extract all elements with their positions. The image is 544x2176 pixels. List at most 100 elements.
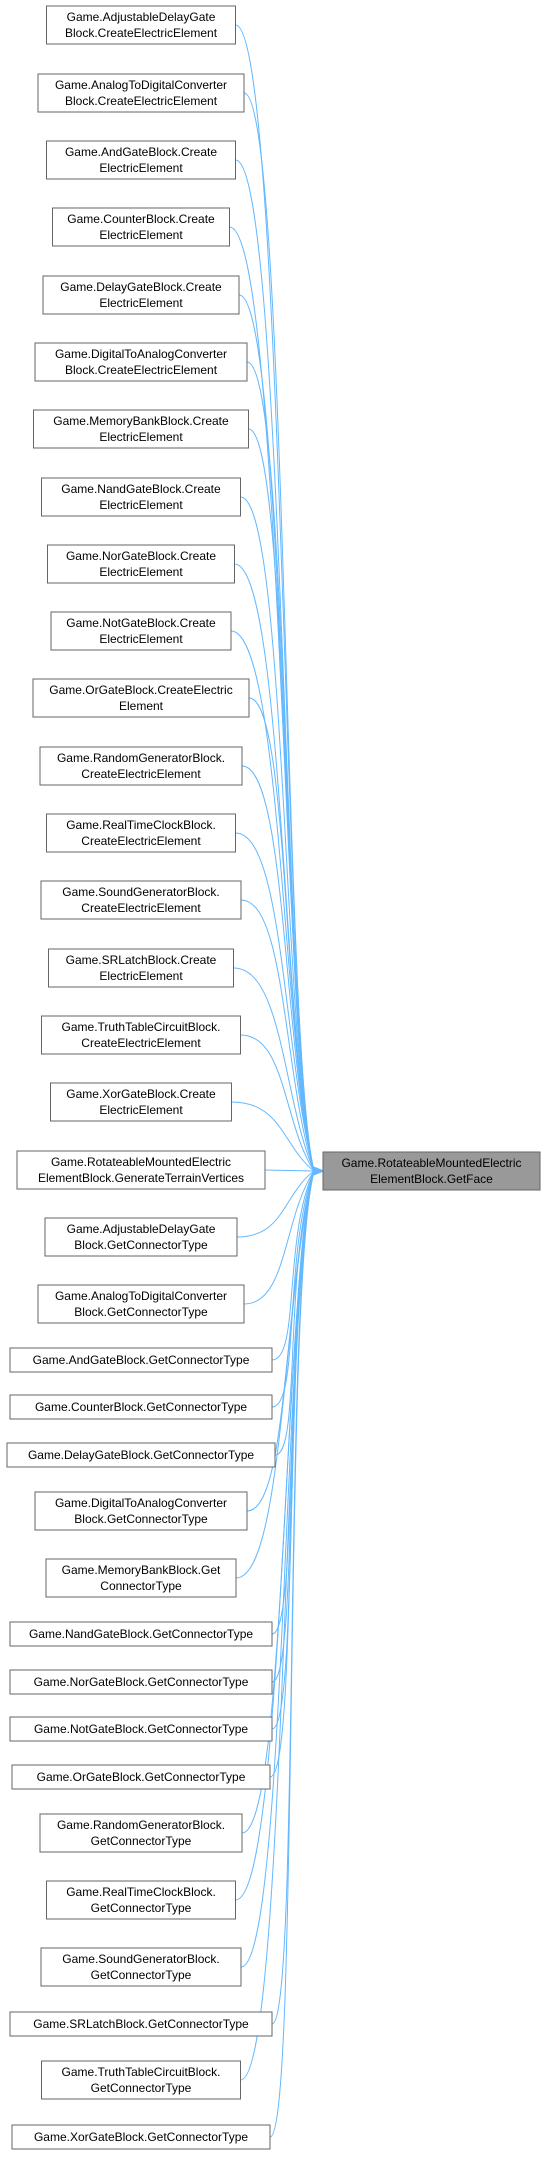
caller-node[interactable]: Game.OrGateBlock.CreateElectricElement [32,678,250,718]
caller-node-label-line: Game.SoundGeneratorBlock. [62,885,219,899]
caller-node-label-line: Game.DigitalToAnalogConverter [55,347,227,361]
caller-node-label-line: Game.XorGateBlock.GetConnectorType [34,2130,248,2144]
caller-node-box [40,1947,242,1987]
caller-node-label-line: CreateElectricElement [81,1036,201,1050]
caller-node[interactable]: Game.DigitalToAnalogConverterBlock.GetCo… [34,1491,248,1531]
call-edge [243,92,325,1176]
call-edge [235,159,325,1176]
caller-node[interactable]: Game.SRLatchBlock.CreateElectricElement [48,948,234,988]
caller-node[interactable]: Game.RealTimeClockBlock. GetConnectorType [46,1880,236,1920]
caller-node-label-line: Game.CounterBlock.Create [67,212,215,226]
caller-node-label-line: Game.DigitalToAnalogConverter [55,1496,227,1510]
call-edge-line [274,1170,315,1456]
target-node[interactable]: Game.RotateableMountedElectricElementBlo… [322,1151,541,1191]
caller-node[interactable]: Game.AdjustableDelayGateBlock.GetConnect… [44,1217,238,1257]
caller-node[interactable]: Game.NorGateBlock.CreateElectricElement [47,544,235,584]
caller-node[interactable]: Game.NorGateBlock.GetConnectorType [9,1669,273,1695]
target-node-box [322,1151,541,1191]
call-edge-line [269,1170,315,2138]
caller-node[interactable]: Game.DelayGateBlock.GetConnectorType [6,1442,276,1468]
caller-node-label-line: Game.SRLatchBlock.Create [66,953,217,967]
caller-node[interactable]: Game.RandomGeneratorBlock.CreateElectric… [39,746,243,786]
call-edge-line [240,496,315,1172]
call-edge-line [264,1169,315,1172]
caller-node[interactable]: Game.TruthTableCircuitBlock.CreateElectr… [41,1015,241,1055]
caller-node[interactable]: Game.NandGateBlock.GetConnectorType [9,1621,273,1647]
caller-node[interactable]: Game.SRLatchBlock.GetConnectorType [9,2011,273,2037]
caller-node-label-line: CreateElectricElement [81,767,201,781]
caller-node-label-line: Game.AndGateBlock.GetConnectorType [33,1353,250,1367]
caller-node-label-line: Game.RotateableMountedElectric [51,1155,231,1169]
caller-node[interactable]: Game.RealTimeClockBlock.CreateElectricEl… [46,813,236,853]
caller-node[interactable]: Game.RotateableMountedElectricElementBlo… [16,1150,266,1190]
caller-node-box [46,140,236,180]
caller-node[interactable]: Game.DigitalToAnalogConverterBlock.Creat… [34,342,248,382]
caller-node-box [6,1442,276,1468]
caller-node-label-line: GetConnectorType [91,1901,192,1915]
caller-node-box [47,544,235,584]
caller-node-label-line: Game.RealTimeClockBlock. [66,1885,216,1899]
caller-node-label-line: Game.SoundGeneratorBlock. [62,1952,219,1966]
caller-node-box [34,1491,248,1531]
nodes-layer: Game.AdjustableDelayGateBlock.CreateElec… [6,5,541,2150]
call-edge-line [240,1170,315,1968]
caller-node[interactable]: Game.AndGateBlock.CreateElectricElement [46,140,236,180]
caller-node[interactable]: Game.DelayGateBlock.CreateElectricElemen… [42,275,240,315]
caller-node-label-line: Block.CreateElectricElement [65,94,218,108]
caller-node-box [40,880,242,920]
caller-node-label-line: Game.NotGateBlock.GetConnectorType [34,1722,248,1736]
caller-node-box [46,1880,236,1920]
caller-node[interactable]: Game.AndGateBlock.GetConnectorType [9,1347,273,1373]
caller-node-box [39,1813,243,1853]
caller-node[interactable]: Game.SoundGeneratorBlock.CreateElectricE… [40,880,242,920]
caller-node-box [9,1716,273,1742]
caller-node[interactable]: Game.MemoryBankBlock.GetConnectorType [45,1558,237,1598]
caller-node-label-line: Game.NorGateBlock.GetConnectorType [34,1675,249,1689]
caller-node-label-line: Game.RandomGeneratorBlock. [57,1818,225,1832]
call-edge-line [248,697,315,1172]
caller-node-box [9,1347,273,1373]
caller-node-label-line: ElectricElement [99,430,183,444]
caller-node-box [50,1082,232,1122]
caller-node-box [41,477,241,517]
caller-node[interactable]: Game.AnalogToDigitalConverterBlock.GetCo… [37,1284,245,1324]
caller-node[interactable]: Game.XorGateBlock.GetConnectorType [11,2124,271,2150]
caller-node[interactable]: Game.SoundGeneratorBlock. GetConnectorTyp… [40,1947,242,1987]
caller-node-box [9,1669,273,1695]
caller-node[interactable]: Game.TruthTableCircuitBlock.GetConnector… [41,2060,241,2100]
caller-node-box [39,746,243,786]
caller-node-box [37,73,245,113]
caller-node[interactable]: Game.NotGateBlock.GetConnectorType [9,1716,273,1742]
caller-node[interactable]: Game.RandomGeneratorBlock.GetConnectorTy… [39,1813,243,1853]
call-edge-line [235,832,315,1172]
caller-node[interactable]: Game.CounterBlock.GetConnectorType [9,1394,273,1420]
caller-node[interactable]: Game.NotGateBlock.CreateElectricElement [50,611,232,651]
call-edge-line [236,1170,315,1238]
caller-node-label-line: ElectricElement [99,228,183,242]
caller-node-label-line: ElectricElement [99,296,183,310]
caller-node-box [37,1284,245,1324]
call-edge [235,1166,325,1901]
call-edge-line [240,899,315,1172]
call-edge-line [241,765,315,1172]
caller-node[interactable]: Game.OrGateBlock.GetConnectorType [11,1764,271,1790]
call-edge-line [234,563,315,1172]
caller-node[interactable]: Game.CounterBlock.CreateElectricElement [52,207,230,247]
caller-node-label-line: Game.DelayGateBlock.Create [60,280,222,294]
call-edge-line [271,1170,315,1361]
call-edge-arrowhead [312,1166,325,1176]
target-node-label-line: Game.RotateableMountedElectric [341,1156,521,1170]
call-edge-line [248,428,315,1172]
caller-node[interactable]: Game.XorGateBlock.CreateElectricElement [50,1082,232,1122]
caller-node-box [34,342,248,382]
caller-node[interactable]: Game.AnalogToDigitalConverterBlock.Creat… [37,73,245,113]
caller-node-box [45,1558,237,1598]
caller-node[interactable]: Game.MemoryBankBlock.CreateElectricEleme… [33,409,249,449]
caller-node[interactable]: Game.NandGateBlock.CreateElectricElement [41,477,241,517]
caller-node-label-line: GetConnectorType [91,1968,192,1982]
caller-node[interactable]: Game.AdjustableDelayGateBlock.CreateElec… [46,5,236,45]
caller-node-label-line: Block.CreateElectricElement [65,26,218,40]
caller-node-box [9,1621,273,1647]
call-edge-line [231,1101,315,1172]
